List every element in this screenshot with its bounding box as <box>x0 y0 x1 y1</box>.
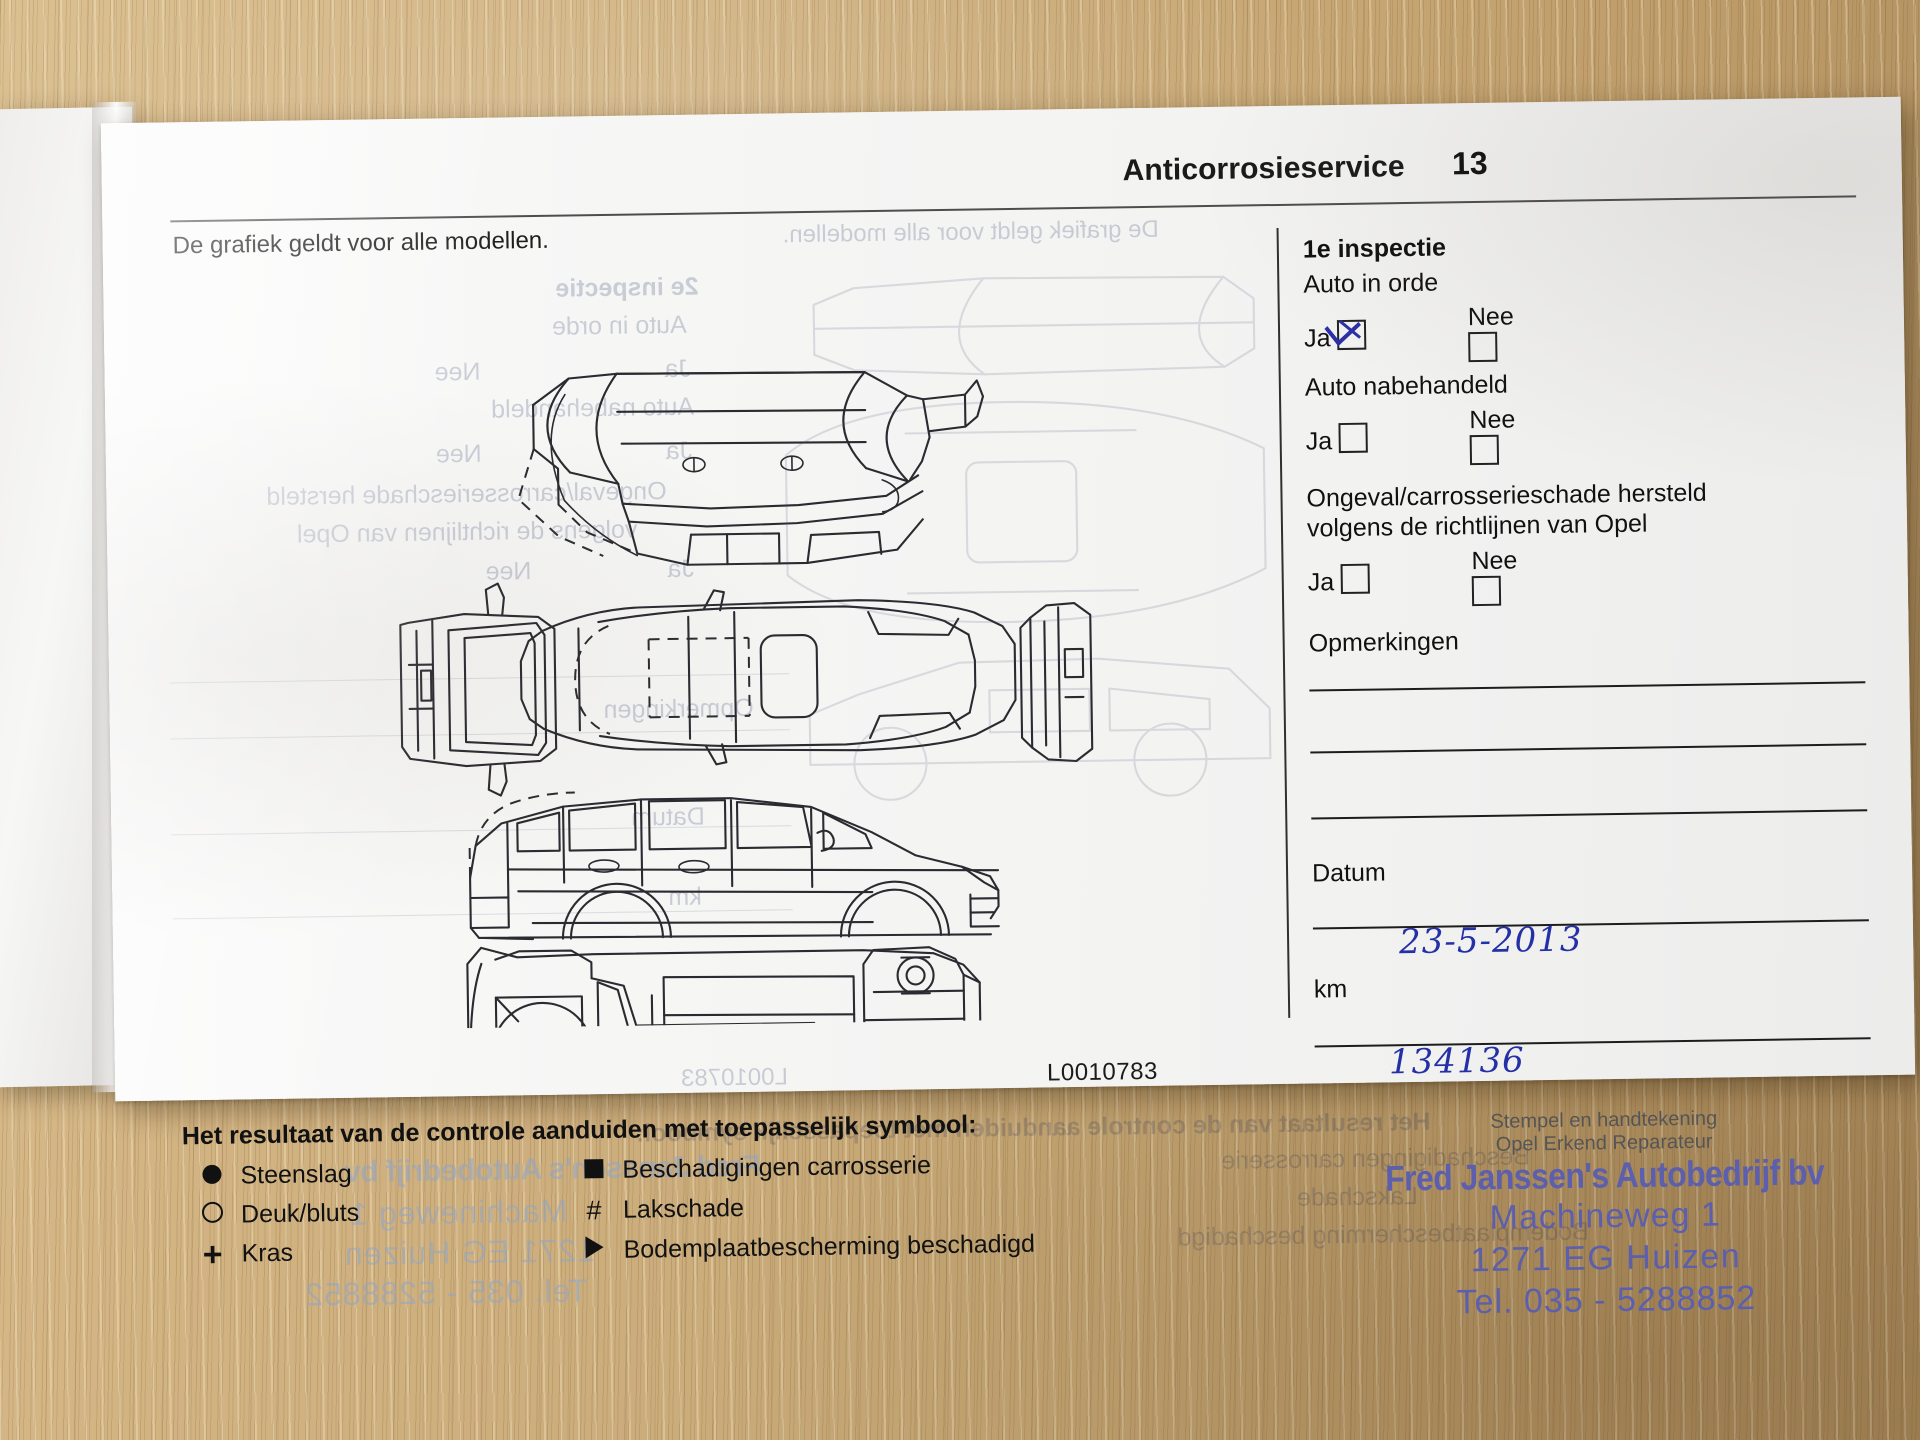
legend-item-lakschade: # Lakschade <box>565 1189 1035 1227</box>
km-handwritten-value: 134136 <box>1388 1040 1525 1083</box>
header-rule <box>170 195 1857 223</box>
remarks-field-3[interactable] <box>1311 809 1868 857</box>
inspection-form: 1e inspectie Auto in orde Ja Nee Auto na… <box>1303 227 1872 1097</box>
date-label: Datum <box>1311 858 1386 888</box>
page-title: Anticorrosieservice <box>1122 150 1405 188</box>
hash-icon: # <box>586 1195 602 1226</box>
form-item-2-options: Ja Nee <box>1305 400 1862 470</box>
legend-label-steenslag: Steenslag <box>240 1159 352 1190</box>
form-item-3-yes-label: Ja <box>1307 567 1335 597</box>
remarks-rule-2 <box>1310 743 1867 754</box>
form-heading: 1e inspectie <box>1302 233 1447 264</box>
date-rule <box>1312 919 1869 930</box>
legend-label-deuk-bluts: Deuk/bluts <box>240 1198 360 1229</box>
legend-item-steenslag: Steenslag <box>182 1157 564 1192</box>
date-handwritten-value: 23-5-2013 <box>1398 919 1583 963</box>
form-item-2-yes-label: Ja <box>1305 426 1333 456</box>
vehicle-diagram-group <box>163 226 1285 1033</box>
form-item-3-no-checkbox[interactable] <box>1471 575 1502 607</box>
form-item-1-no-label: Nee <box>1467 302 1514 332</box>
date-field[interactable]: 23-5-2013 <box>1312 919 1870 975</box>
form-item-3-options: Ja Nee <box>1307 541 1864 611</box>
underbody-view <box>466 946 983 1033</box>
form-item-1-yes-checkbox[interactable] <box>1337 319 1367 350</box>
service-booklet: Anticorrosieservice 13 De grafiek geldt … <box>0 96 1920 1321</box>
legend-label-beschadigingen: Beschadigingen carrosserie <box>622 1151 932 1184</box>
dealer-stamp: Stempel en handtekening Opel Erkend Repa… <box>1324 1105 1887 1324</box>
remarks-field-2[interactable] <box>1310 743 1867 791</box>
diagram-code: L0010783 <box>1046 1057 1159 1087</box>
form-item-1-no-checkbox[interactable] <box>1468 331 1498 363</box>
bleedthrough-line-code: L0010783 <box>680 1063 789 1092</box>
form-item-1-label: Auto in orde <box>1303 268 1439 299</box>
form-item-2-yes[interactable]: Ja <box>1305 422 1373 456</box>
front-view <box>399 582 558 797</box>
triangle-right-icon <box>565 1236 623 1266</box>
filled-circle-icon <box>182 1161 240 1191</box>
form-item-2-no-label: Nee <box>1469 405 1516 435</box>
remarks-rule-1 <box>1309 681 1866 692</box>
vehicle-diagram-svg <box>399 371 1094 1033</box>
legend-label-lakschade: Lakschade <box>622 1193 745 1224</box>
form-item-2-no[interactable]: Nee <box>1469 405 1542 468</box>
form-item-1-yes[interactable]: Ja <box>1304 319 1372 353</box>
legend-item-deuk-bluts: Deuk/bluts <box>183 1196 565 1231</box>
remarks-label: Opmerkingen <box>1308 627 1459 658</box>
stamp-phone: Tel. 035 - 5288852 <box>1456 1278 1757 1322</box>
form-item-2-label: Auto nabehandeld <box>1304 370 1509 402</box>
form-item-3-yes[interactable]: Ja <box>1308 563 1376 597</box>
stamp-city: 1271 EG Huizen <box>1470 1237 1742 1280</box>
top-view <box>519 589 1017 766</box>
front-bumper-view <box>517 371 985 566</box>
form-item-3-yes-checkbox[interactable] <box>1340 563 1371 594</box>
plus-icon: + <box>202 1235 223 1274</box>
rear-bumper-view <box>1019 601 1094 763</box>
form-item-2-no-checkbox[interactable] <box>1469 434 1500 466</box>
booklet-right-page: Anticorrosieservice 13 De grafiek geldt … <box>100 96 1916 1321</box>
legend-label-bodemplaat: Bodemplaatbescherming beschadigd <box>623 1229 1036 1264</box>
legend-item-beschadigingen: Beschadigingen carrosserie <box>564 1150 1034 1186</box>
open-circle-icon <box>183 1200 241 1230</box>
stamp-company-name: Fred Janssen's Autobedrijf bv <box>1384 1151 1825 1199</box>
legend-column-left: Steenslag Deuk/bluts + Kras <box>182 1152 566 1277</box>
filled-square-icon <box>564 1156 622 1186</box>
form-item-3-no[interactable]: Nee <box>1471 546 1544 609</box>
form-item-3-no-label: Nee <box>1471 546 1518 576</box>
page-number: 13 <box>1451 144 1488 182</box>
legend-label-kras: Kras <box>241 1238 294 1268</box>
remarks-rule-3 <box>1311 809 1868 820</box>
bleedthrough-vehicle-diagram <box>723 238 1292 866</box>
form-item-3-label-line2: volgens de richtlijnen van Opel <box>1306 509 1648 543</box>
legend-item-kras: + Kras <box>183 1235 565 1274</box>
stamp-street: Machineweg 1 <box>1489 1195 1722 1237</box>
symbol-legend: Het resultaat van de controle aanduiden … <box>182 1106 1264 1276</box>
form-item-1-options: Ja Nee <box>1304 297 1861 367</box>
side-view <box>468 791 1000 941</box>
remarks-field-1[interactable] <box>1309 681 1866 725</box>
legend-item-bodemplaat: Bodemplaatbescherming beschadigd <box>565 1230 1035 1266</box>
km-field[interactable]: 134136 <box>1314 1037 1872 1097</box>
legend-column-right: Beschadigingen carrosserie # Lakschade B… <box>564 1145 1035 1271</box>
form-item-1-no[interactable]: Nee <box>1468 302 1541 365</box>
form-item-2-yes-checkbox[interactable] <box>1338 422 1369 453</box>
